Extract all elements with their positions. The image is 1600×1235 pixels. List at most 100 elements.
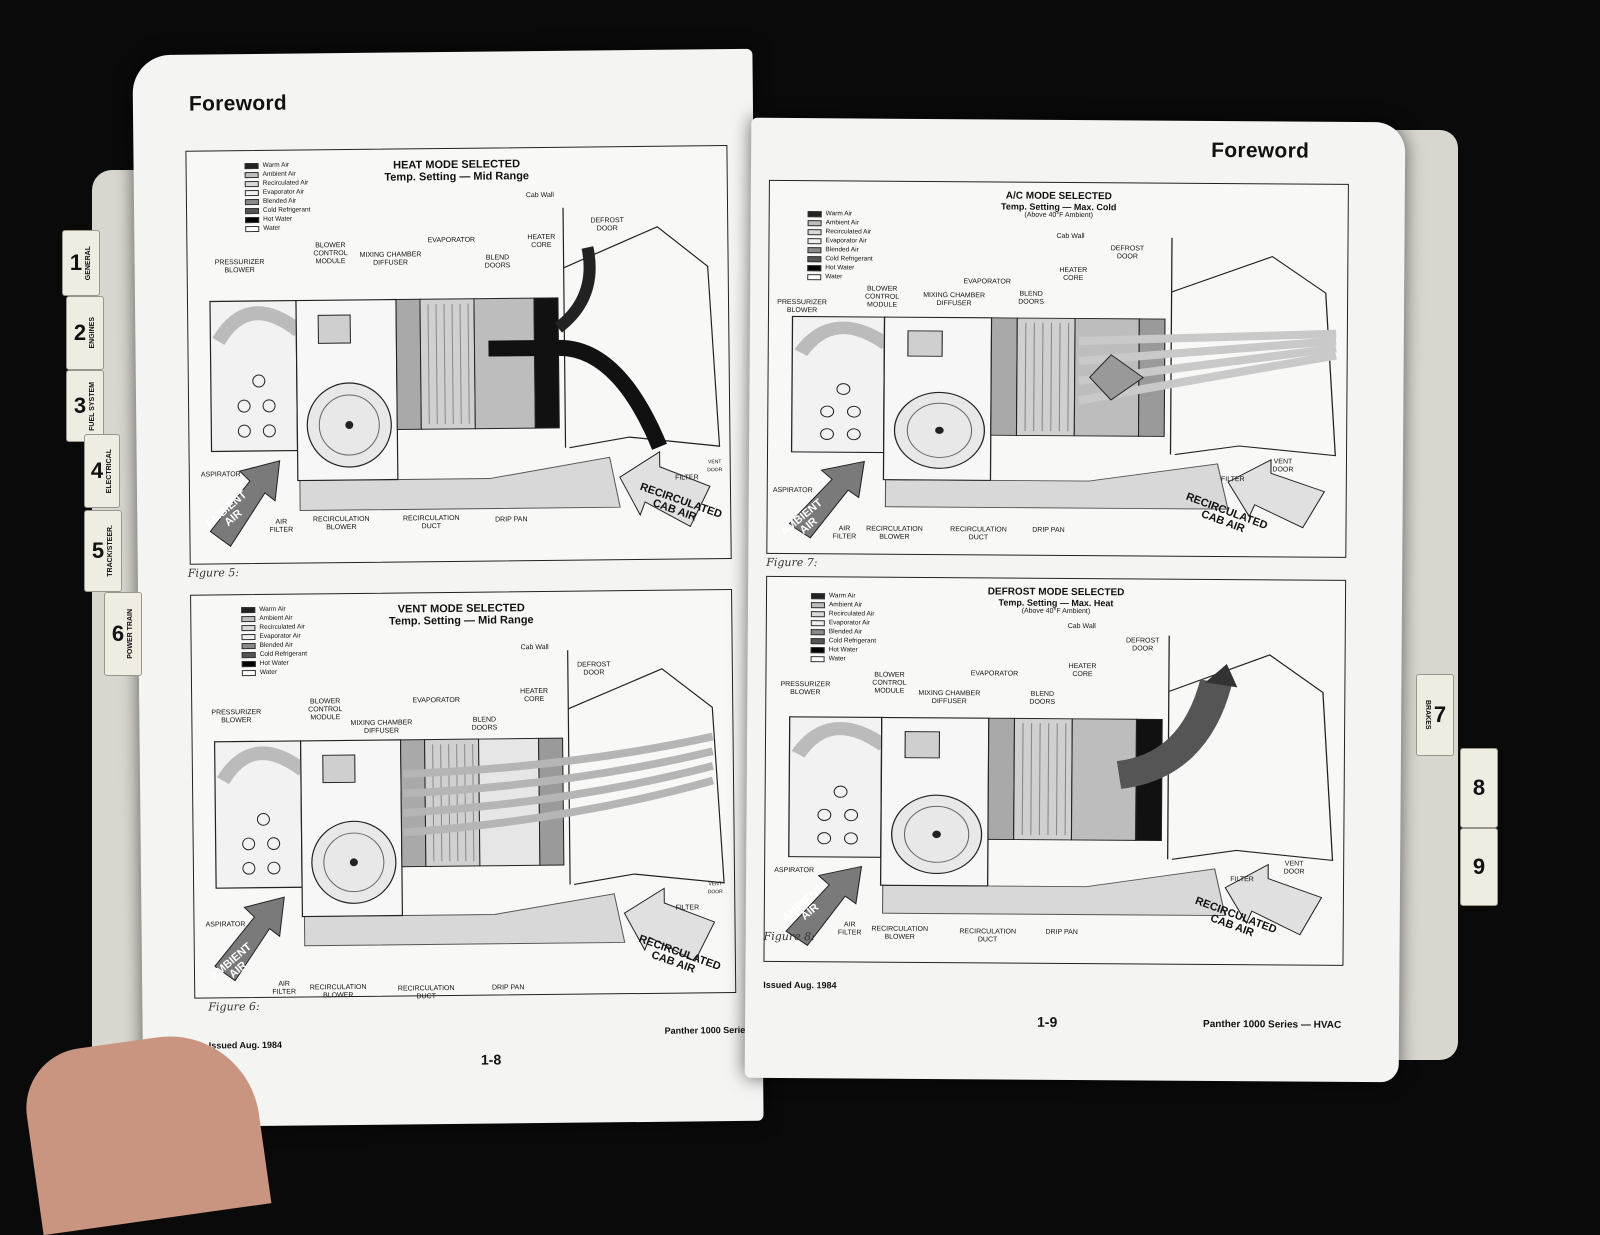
- figure-7-diagram: [788, 237, 1337, 539]
- fan-bolt: [262, 424, 276, 438]
- label-heater-core: HEATER CORE: [1059, 266, 1088, 283]
- right-page-heading: Foreword: [1211, 138, 1310, 163]
- hvac-schematic: [788, 237, 1337, 539]
- evaporator-fin: [464, 744, 467, 862]
- section-tab-9[interactable]: 9: [1460, 828, 1498, 906]
- fan-bolt: [846, 428, 861, 441]
- figure-8-label: Figure 8:: [763, 929, 815, 944]
- right-footer-issue: Issued Aug. 1984: [763, 979, 837, 991]
- label-heater-core: HEATER CORE: [1068, 662, 1097, 679]
- label-drip-pan: DRIP PAN: [1045, 928, 1078, 937]
- figure-5-panel: HEAT MODE SELECTED Temp. Setting — Mid R…: [185, 145, 732, 565]
- section-tab-label: TRACK/STEER.: [107, 525, 115, 577]
- cab-outline: [1171, 255, 1336, 457]
- evaporator-fin: [1058, 322, 1061, 432]
- label-recirculation-duct: RECIRCULATION DUCT: [959, 928, 1017, 944]
- label-recirculation-duct: RECIRCULATION DUCT: [950, 526, 1007, 542]
- label-filter: FILTER: [675, 474, 699, 482]
- label-evaporator: EVAPORATOR: [970, 670, 1019, 678]
- recirculation-duct-shape: [303, 893, 626, 947]
- fan-bolt: [237, 399, 251, 413]
- ambient-air-stream: [402, 732, 714, 778]
- fan-bolt: [237, 424, 251, 438]
- recirculated-air-arrow: [1227, 458, 1326, 529]
- blower-hub: [345, 421, 354, 430]
- label-filter: FILTER: [675, 904, 700, 912]
- defrost-air-flow: [554, 246, 596, 333]
- section-tab-label: GENERAL: [85, 245, 93, 281]
- left-page-heading: Foreword: [188, 91, 288, 116]
- label-drip-pan: DRIP PAN: [491, 984, 525, 992]
- right-page-number: 1-9: [1036, 1013, 1058, 1030]
- label-blend-doors: BLEND DOORS: [471, 716, 498, 732]
- recirculated-air-arrow: [623, 887, 716, 962]
- left-page: Foreword HEAT MODE SELECTED Temp. Settin…: [132, 48, 764, 1128]
- blower-inner: [906, 402, 973, 458]
- label-drip-pan: DRIP PAN: [1032, 526, 1065, 534]
- section-tab-label: ELECTRICAL: [106, 448, 114, 494]
- fan-bolt: [844, 809, 859, 822]
- figure-7-label: Figure 7:: [766, 555, 818, 570]
- left-page-number: 1-8: [480, 1051, 502, 1068]
- label-evaporator: EVAPORATOR: [412, 696, 460, 705]
- fan-bolt: [833, 785, 848, 798]
- section-tab-number: 9: [1472, 854, 1486, 879]
- label-blower-control-module: BLOWER CONTROL MODULE: [872, 671, 907, 695]
- fan-bolt: [242, 837, 256, 851]
- ambient-air-arrow: [214, 896, 285, 982]
- label-evaporator: EVAPORATOR: [427, 236, 476, 245]
- evaporator-fin: [1024, 322, 1027, 431]
- label-blower-control-module: BLOWER CONTROL MODULE: [864, 285, 900, 309]
- label-pressurizer-blower: PRESSURIZER BLOWER: [211, 708, 262, 725]
- section-tab-number: 4: [90, 458, 104, 483]
- hvac-schematic: [209, 207, 721, 547]
- label-evaporator: EVAPORATOR: [963, 278, 1011, 286]
- cab-wall-line: [567, 650, 571, 885]
- evaporator-fin: [1041, 322, 1044, 432]
- evaporator-fin: [459, 303, 462, 424]
- label-recirculation-blower: RECIRCULATION BLOWER: [312, 515, 370, 532]
- section-tab-number: 5: [91, 538, 105, 563]
- label-filter: FILTER: [1230, 876, 1254, 884]
- label-vent-door: VENT DOOR: [707, 459, 723, 474]
- section-tab-8[interactable]: 8: [1460, 748, 1498, 828]
- label-blend-doors: BLEND DOORS: [484, 254, 511, 270]
- evaporator-fin: [456, 744, 459, 862]
- evaporator-fin: [472, 743, 475, 862]
- warm-air-flow: [488, 339, 667, 450]
- blower-control-module-box: [322, 754, 356, 784]
- label-air-filter: AIR FILTER: [269, 518, 294, 534]
- label-recirculation-duct: RECIRCULATION DUCT: [402, 514, 460, 531]
- section-tab-number: 1: [69, 250, 83, 275]
- fan-bolt: [242, 861, 256, 875]
- figure-6-label: Figure 6:: [208, 999, 260, 1014]
- left-footer-series: Panther 1000 Series: [664, 1024, 751, 1036]
- section-tab-number: 7: [1433, 702, 1447, 727]
- fan-bolt: [844, 832, 858, 845]
- label-vent-door: VENT DOOR: [1283, 860, 1305, 876]
- fan-bolt: [846, 405, 861, 418]
- section-tab-number: 3: [73, 393, 87, 418]
- blower-hub: [932, 830, 941, 839]
- fan-bolt: [817, 808, 832, 821]
- label-defrost-door: DEFROST DOOR: [590, 217, 624, 233]
- label-pressurizer-blower: PRESSURIZER BLOWER: [780, 680, 831, 697]
- blend-door-diamond: [1088, 354, 1145, 401]
- figure-5-label: Figure 5:: [187, 566, 240, 580]
- ambient-air-flow: [794, 321, 892, 357]
- blower-hub: [935, 426, 944, 434]
- ambient-air-flow: [216, 746, 308, 785]
- evaporator-fin: [467, 303, 470, 424]
- label-mixing-chamber-diffuser: MIXING CHAMBER DIFFUSER: [350, 719, 413, 735]
- figure-5-diagram: [209, 207, 721, 547]
- section-tab-label: POWER TRAIN: [127, 609, 135, 659]
- figure-8-panel: DEFROST MODE SELECTED Temp. Setting — Ma…: [763, 575, 1347, 966]
- section-tab-label: BRAKES: [1423, 700, 1431, 730]
